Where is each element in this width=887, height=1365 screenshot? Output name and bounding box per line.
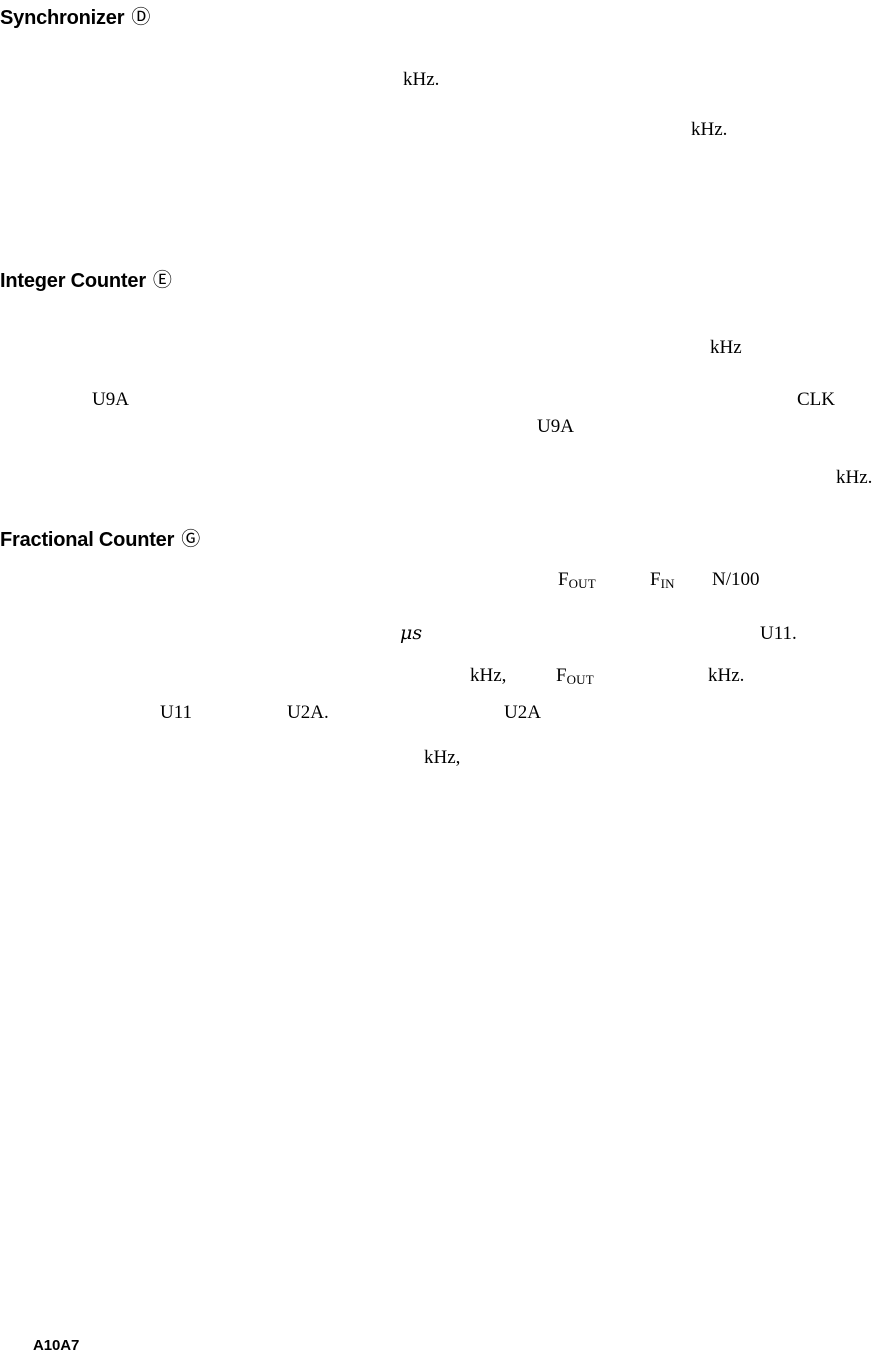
expression-n-over-100: N/100 bbox=[712, 569, 760, 590]
text-fragment-khz: kHz. bbox=[403, 69, 440, 90]
symbol-base: F bbox=[650, 569, 661, 590]
symbol-base: F bbox=[556, 665, 567, 686]
symbol-subscript: OUT bbox=[566, 672, 594, 687]
symbol-f-out: FOUT bbox=[556, 666, 594, 686]
circled-letter-d-icon: Ⓓ bbox=[131, 6, 151, 28]
symbol-f-out: FOUT bbox=[558, 570, 596, 590]
page-footer-identifier: A10A7 bbox=[33, 1337, 80, 1354]
text-fragment-khz: kHz, bbox=[424, 747, 461, 768]
component-designator-u11: U11. bbox=[760, 623, 797, 644]
component-designator-u9a: U9A bbox=[537, 416, 574, 437]
unit-microseconds: μs bbox=[400, 624, 422, 643]
circled-letter-e-icon: Ⓔ bbox=[152, 269, 172, 291]
symbol-f-in: FIN bbox=[650, 570, 675, 590]
unit-microseconds-text: μs bbox=[400, 622, 423, 644]
section-title-text: Synchronizer bbox=[0, 7, 125, 29]
component-designator-u2a: U2A bbox=[504, 702, 541, 723]
text-fragment-khz: kHz bbox=[710, 337, 742, 358]
symbol-base: F bbox=[558, 569, 569, 590]
section-title-text: Integer Counter bbox=[0, 270, 146, 292]
text-fragment-khz: kHz, bbox=[470, 665, 507, 686]
section-heading-integer-counter: Integer Counter Ⓔ bbox=[0, 269, 172, 292]
section-title-text: Fractional Counter bbox=[0, 529, 175, 551]
section-heading-fractional-counter: Fractional Counter Ⓖ bbox=[0, 528, 201, 551]
component-designator-u2a: U2A. bbox=[287, 702, 329, 723]
symbol-subscript: OUT bbox=[568, 576, 596, 591]
text-fragment-khz: kHz. bbox=[708, 665, 745, 686]
signal-label-clk: CLK bbox=[797, 389, 835, 410]
symbol-subscript: IN bbox=[660, 576, 675, 591]
component-designator-u11: U11 bbox=[160, 702, 193, 723]
circled-letter-g-icon: Ⓖ bbox=[181, 528, 201, 550]
text-fragment-khz: kHz. bbox=[836, 467, 873, 488]
text-fragment-khz: kHz. bbox=[691, 119, 728, 140]
component-designator-u9a: U9A bbox=[92, 389, 129, 410]
section-heading-synchronizer: Synchronizer Ⓓ bbox=[0, 6, 151, 29]
